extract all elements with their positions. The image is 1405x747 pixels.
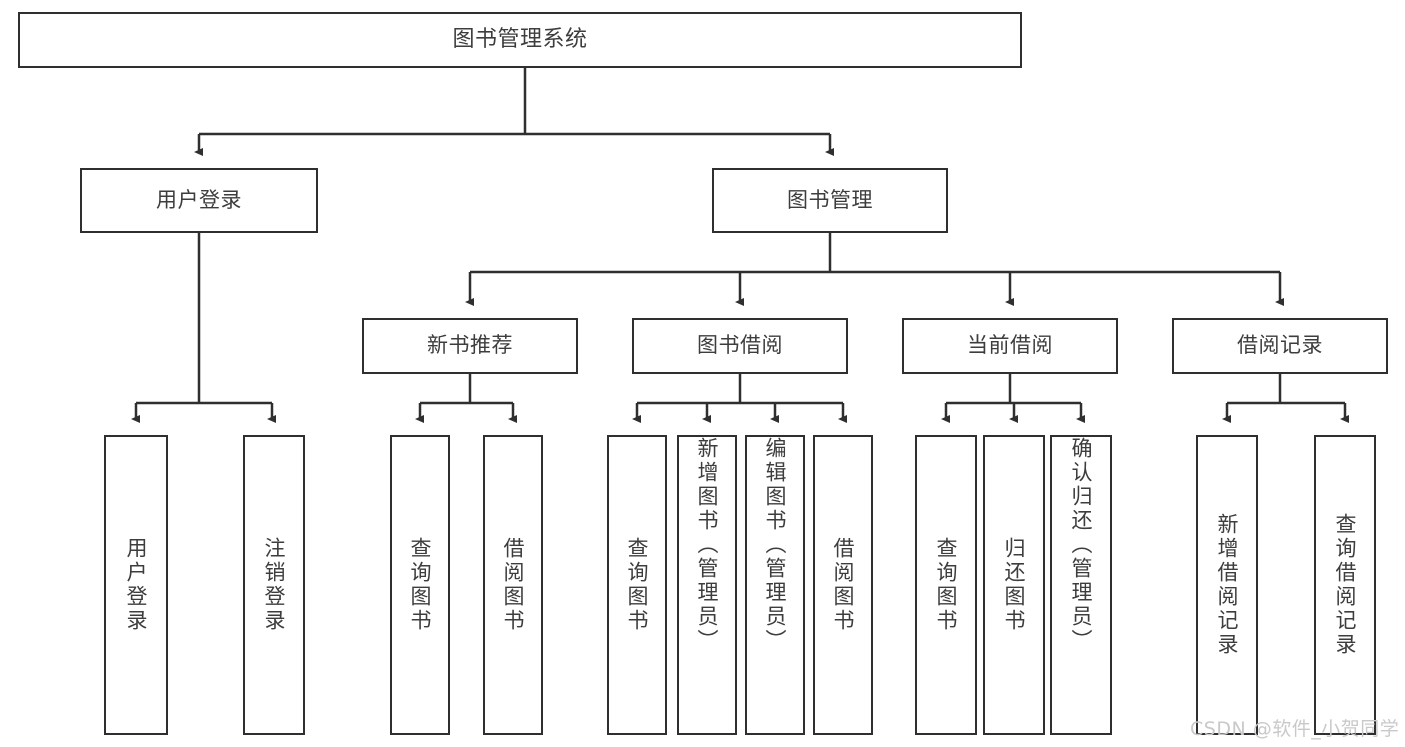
node-new-book-recommend-label: 新书推荐: [427, 333, 513, 358]
node-leaf-query-book-borrow[interactable]: 查询图书: [607, 435, 667, 735]
node-leaf-user-logout-label: 注销登录: [262, 537, 287, 633]
node-current-borrow-label: 当前借阅: [967, 333, 1053, 358]
node-leaf-confirm-return-admin[interactable]: 确认归还（管理员）: [1050, 435, 1112, 735]
node-leaf-query-book-current-label: 查询图书: [934, 537, 959, 633]
node-book-manage-label: 图书管理: [787, 187, 873, 212]
node-leaf-user-login-label: 用户登录: [124, 537, 149, 633]
node-leaf-add-borrow-record-label: 新增借阅记录: [1215, 513, 1240, 657]
node-borrow-record[interactable]: 借阅记录: [1172, 318, 1388, 374]
node-leaf-return-book-label: 归还图书: [1002, 537, 1027, 633]
node-leaf-query-borrow-record[interactable]: 查询借阅记录: [1314, 435, 1376, 735]
node-user-login-label: 用户登录: [156, 187, 242, 212]
node-book-borrow[interactable]: 图书借阅: [632, 318, 848, 374]
node-leaf-add-borrow-record[interactable]: 新增借阅记录: [1196, 435, 1258, 735]
node-new-book-recommend[interactable]: 新书推荐: [362, 318, 578, 374]
node-root-label: 图书管理系统: [452, 26, 588, 52]
node-leaf-user-login[interactable]: 用户登录: [104, 435, 168, 735]
node-leaf-confirm-return-admin-label: 确认归还（管理员）: [1069, 437, 1094, 653]
node-leaf-query-book-rec-label: 查询图书: [408, 537, 433, 633]
csdn-watermark: CSDN @软件_小贺同学: [1190, 718, 1400, 740]
node-leaf-add-book-admin-label: 新增图书（管理员）: [695, 437, 720, 653]
node-user-login[interactable]: 用户登录: [80, 168, 318, 233]
node-leaf-add-book-admin[interactable]: 新增图书（管理员）: [677, 435, 737, 735]
node-leaf-user-logout[interactable]: 注销登录: [243, 435, 305, 735]
node-borrow-record-label: 借阅记录: [1237, 333, 1323, 358]
node-book-borrow-label: 图书借阅: [697, 333, 783, 358]
node-leaf-borrow-book-borrow-label: 借阅图书: [831, 537, 856, 633]
node-leaf-edit-book-admin-label: 编辑图书（管理员）: [763, 437, 788, 653]
node-leaf-borrow-book-rec[interactable]: 借阅图书: [483, 435, 543, 735]
node-leaf-borrow-book-rec-label: 借阅图书: [501, 537, 526, 633]
node-leaf-return-book[interactable]: 归还图书: [983, 435, 1045, 735]
node-leaf-query-book-borrow-label: 查询图书: [625, 537, 650, 633]
node-book-manage[interactable]: 图书管理: [712, 168, 948, 233]
node-leaf-query-book-current[interactable]: 查询图书: [915, 435, 977, 735]
node-leaf-query-borrow-record-label: 查询借阅记录: [1333, 513, 1358, 657]
node-leaf-edit-book-admin[interactable]: 编辑图书（管理员）: [745, 435, 805, 735]
node-root[interactable]: 图书管理系统: [18, 12, 1022, 68]
node-current-borrow[interactable]: 当前借阅: [902, 318, 1118, 374]
node-leaf-query-book-rec[interactable]: 查询图书: [390, 435, 450, 735]
node-leaf-borrow-book-borrow[interactable]: 借阅图书: [813, 435, 873, 735]
